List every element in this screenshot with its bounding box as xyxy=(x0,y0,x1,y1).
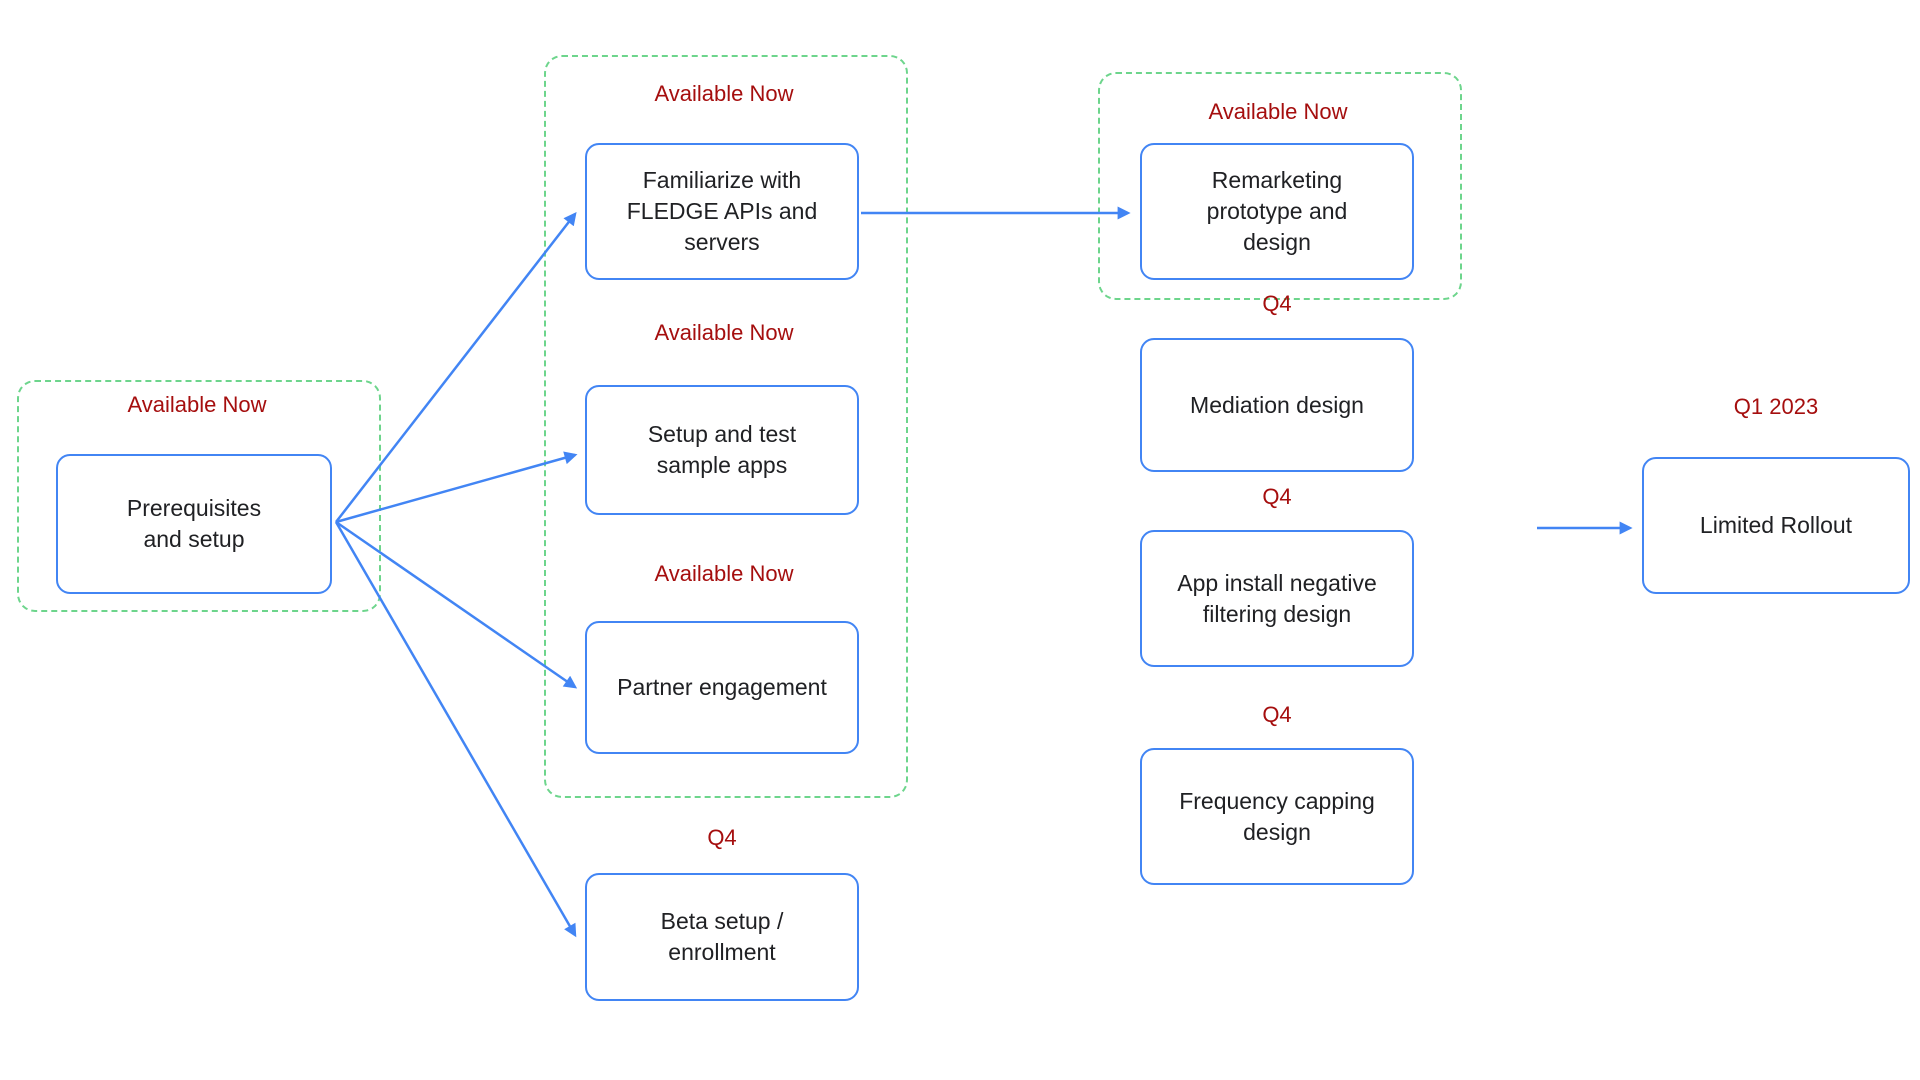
badge-available-now: Available Now xyxy=(1208,99,1348,124)
node-partner-engagement: Partner engagement xyxy=(585,621,859,754)
node-limited-rollout: Limited Rollout xyxy=(1642,457,1910,594)
badge-q4: Q4 xyxy=(1262,484,1292,509)
node-prerequisites-and-setup: Prerequisites and setup xyxy=(56,454,332,594)
badge-available-now: Available Now xyxy=(127,392,267,417)
node-beta-setup-enrollment: Beta setup / enrollment xyxy=(585,873,859,1001)
node-mediation-design: Mediation design xyxy=(1140,338,1414,472)
node-setup-test-sample-apps: Setup and test sample apps xyxy=(585,385,859,515)
group-available-now-remarketing xyxy=(1098,72,1462,300)
node-frequency-capping-design: Frequency capping design xyxy=(1140,748,1414,885)
node-app-install-negative-filtering: App install negative filtering design xyxy=(1140,530,1414,667)
badge-q4: Q4 xyxy=(1262,291,1292,316)
node-remarketing-prototype-design: Remarketing prototype and design xyxy=(1140,143,1414,280)
badge-q4: Q4 xyxy=(707,825,737,850)
node-familiarize-fledge-apis: Familiarize with FLEDGE APIs and servers xyxy=(585,143,859,280)
badge-q1-2023: Q1 2023 xyxy=(1733,394,1819,419)
badge-q4: Q4 xyxy=(1262,702,1292,727)
badge-available-now: Available Now xyxy=(654,320,794,345)
badge-available-now: Available Now xyxy=(654,561,794,586)
badge-available-now: Available Now xyxy=(654,81,794,106)
